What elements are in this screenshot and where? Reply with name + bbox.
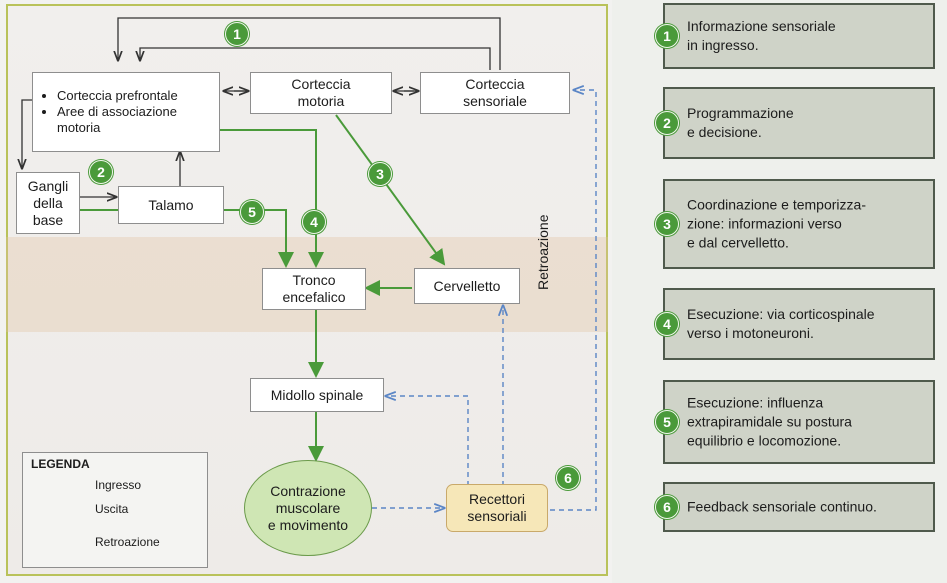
- step-3-text: Coordinazione e temporizza- zione: infor…: [687, 196, 866, 251]
- legend-input-label: Ingresso: [95, 478, 142, 492]
- contraction-node: Contrazione muscolare e movimento: [244, 460, 372, 556]
- prefrontal-cortex-node: Corteccia prefrontale Aree di associazio…: [32, 72, 220, 152]
- marker-6: 6: [556, 466, 580, 490]
- association-areas-label: Aree di associazione motoria: [57, 104, 178, 136]
- legend-output-label: Uscita: [95, 502, 129, 516]
- sensory-cortex-label: Corteccia sensoriale: [463, 76, 527, 109]
- step-1-number: 1: [655, 24, 679, 48]
- marker-3: 3: [368, 162, 392, 186]
- sensory-receptors-label: Recettori sensoriali: [467, 491, 527, 524]
- input-arrow-sensory-to-motor: [140, 47, 491, 70]
- basal-ganglia-node: Gangli della base: [16, 172, 80, 234]
- thalamus-label: Talamo: [148, 196, 194, 213]
- marker-4: 4: [302, 210, 326, 234]
- spinal-cord-node: Midollo spinale: [250, 378, 384, 412]
- brainstem-label: Tronco encefalico: [282, 272, 346, 305]
- step-6-box: 6 Feedback sensoriale continuo.: [655, 482, 935, 532]
- step-2-text: Programmazione e decisione.: [687, 105, 794, 140]
- marker-1: 1: [225, 22, 249, 46]
- basal-ganglia-label: Gangli della base: [27, 177, 69, 228]
- step-6-number: 6: [655, 495, 679, 519]
- motor-cortex-node: Corteccia motoria: [250, 72, 392, 114]
- legend-feedback-label: Retroazione: [95, 535, 160, 549]
- step-4-number: 4: [655, 312, 679, 336]
- input-arrow-sensory-to-prefrontal: [118, 17, 501, 70]
- step-2-box: 2 Programmazione e decisione.: [655, 87, 935, 159]
- sensory-receptors-node: Recettori sensoriali: [446, 484, 548, 532]
- feedback-vertical-label: Retroazione: [535, 214, 551, 291]
- step-1-text: Informazione sensoriale in ingresso.: [687, 18, 836, 53]
- output-arrow-motor-to-cerebellum: [335, 114, 446, 266]
- step-3-box: 3 Coordinazione e temporizza- zione: inf…: [655, 179, 935, 269]
- input-arrow-prefrontal-to-ganglia: [22, 99, 32, 168]
- step-2-number: 2: [655, 111, 679, 135]
- feedback-arrow-receptors-to-sensory: [550, 90, 597, 511]
- contraction-label: Contrazione muscolare e movimento: [267, 482, 349, 533]
- legend: LEGENDA Ingresso Uscita Retroazione: [22, 452, 208, 568]
- brainstem-node: Tronco encefalico: [262, 268, 366, 310]
- cerebellum-label: Cervelletto: [433, 277, 501, 294]
- step-4-text: Esecuzione: via corticospinale verso i m…: [687, 306, 875, 341]
- spinal-cord-label: Midollo spinale: [270, 386, 364, 403]
- step-1-box: 1 Informazione sensoriale in ingresso.: [655, 3, 935, 69]
- motor-cortex-label: Corteccia motoria: [291, 76, 351, 109]
- cerebellum-node: Cervelletto: [414, 268, 520, 304]
- marker-2: 2: [89, 160, 113, 184]
- step-5-text: Esecuzione: influenza extrapiramidale su…: [687, 394, 852, 449]
- feedback-arrow-receptors-to-spinal: [386, 396, 469, 486]
- marker-5: 5: [240, 200, 264, 224]
- step-3-number: 3: [655, 212, 679, 236]
- prefrontal-cortex-label: Corteccia prefrontale: [57, 88, 178, 104]
- step-5-number: 5: [655, 410, 679, 434]
- thalamus-node: Talamo: [118, 186, 224, 224]
- step-5-box: 5 Esecuzione: influenza extrapiramidale …: [655, 380, 935, 464]
- step-6-text: Feedback sensoriale continuo.: [687, 498, 877, 515]
- sensory-cortex-node: Corteccia sensoriale: [420, 72, 570, 114]
- step-4-box: 4 Esecuzione: via corticospinale verso i…: [655, 288, 935, 360]
- legend-title: LEGENDA: [31, 457, 90, 471]
